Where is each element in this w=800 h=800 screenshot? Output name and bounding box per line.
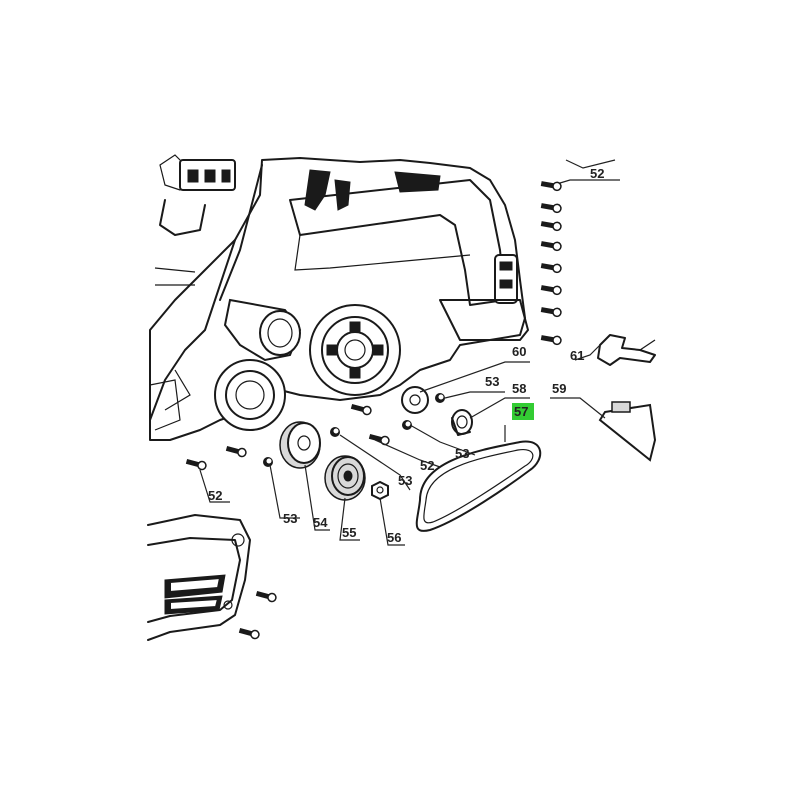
nut-53-left	[263, 457, 273, 467]
callout-54: 54	[313, 515, 328, 530]
callout-52-mid: 52	[420, 458, 434, 473]
screw-52-6	[540, 285, 562, 296]
guard-part-59	[598, 401, 657, 462]
leader-lines	[199, 159, 620, 546]
callout-55: 55	[342, 525, 356, 540]
screw-52-3	[540, 221, 562, 232]
callout-60: 60	[512, 344, 526, 359]
small-fasteners	[185, 393, 445, 640]
callout-61: 61	[570, 348, 584, 363]
screw-52-7	[540, 307, 562, 318]
callout-52-top: 52	[590, 166, 604, 181]
callout-57-highlight	[512, 403, 534, 420]
callout-53-mid-right: 53	[455, 446, 469, 461]
nut-53-right	[402, 420, 412, 430]
callout-57: 57	[514, 404, 528, 419]
callout-59: 59	[552, 381, 566, 396]
tool-housing	[149, 154, 529, 441]
washer-part-60	[401, 386, 429, 414]
nut-53-upper	[435, 393, 445, 403]
nut-part-56	[371, 480, 389, 501]
screw-52-1	[540, 181, 562, 192]
screw-column-right	[540, 181, 562, 346]
screw-52-5	[540, 263, 562, 274]
screw-52-center	[350, 403, 372, 416]
screw-52-left-upper	[225, 445, 247, 458]
screw-52-4	[540, 241, 562, 252]
pulley-disc-54	[279, 421, 321, 469]
nut-53-center	[330, 427, 340, 437]
pulley-grooved-55	[324, 455, 366, 501]
screw-cover-lower	[238, 627, 260, 640]
lower-cover-housing	[147, 514, 251, 641]
screw-52-left-lower	[185, 458, 207, 471]
callout-52-left: 52	[208, 488, 222, 503]
drive-belt-57	[415, 440, 542, 532]
callout-53-left: 53	[283, 511, 297, 526]
callout-labels: 52 61 60 53 58 59 57 53 52 53 52 53 54 5…	[208, 166, 604, 545]
callout-56: 56	[387, 530, 401, 545]
screw-52-mid	[368, 433, 390, 446]
screw-52-8	[540, 335, 562, 346]
screw-52-2	[540, 203, 562, 214]
callout-53-upper: 53	[485, 374, 499, 389]
callout-53-center: 53	[398, 473, 412, 488]
wrench-part-61	[597, 334, 656, 366]
spacer-part-58	[451, 409, 473, 436]
screw-cover-upper	[255, 590, 277, 603]
callout-58: 58	[512, 381, 526, 396]
